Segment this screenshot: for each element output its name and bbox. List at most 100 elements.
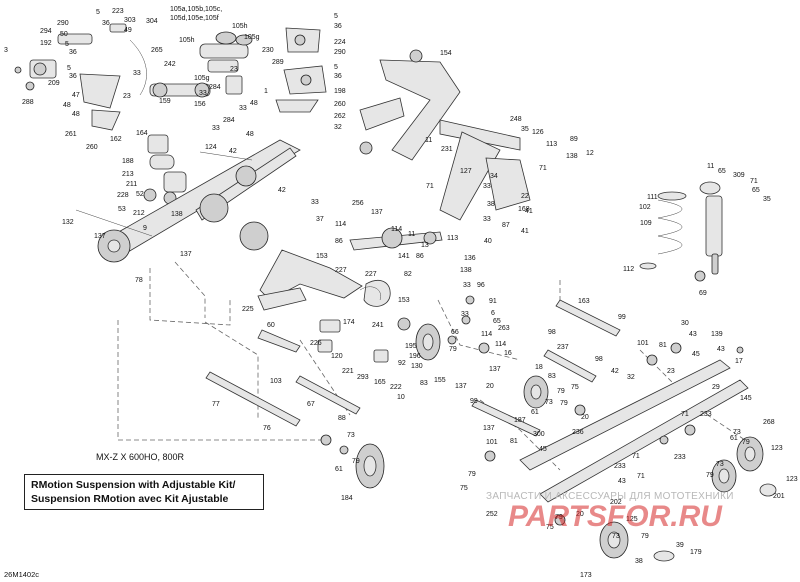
callout-201: 201 — [773, 493, 785, 500]
callout-195: 195 — [405, 343, 417, 350]
callout-109: 109 — [640, 220, 652, 227]
callout-114: 114 — [391, 226, 402, 233]
callout-34: 34 — [490, 173, 498, 180]
upper-bracket-assembly — [275, 27, 327, 113]
callout-49: 49 — [124, 27, 132, 34]
center-spring-stack — [143, 134, 187, 205]
callout-137: 137 — [94, 233, 106, 240]
callout-48: 48 — [246, 131, 254, 138]
callout-265: 265 — [151, 47, 163, 54]
callout-113: 113 — [447, 235, 458, 242]
callout-5: 5 — [65, 41, 69, 48]
callout-174: 174 — [343, 319, 355, 326]
callout-79: 79 — [641, 533, 649, 540]
callout-1: 1 — [264, 88, 268, 95]
callout-11: 11 — [707, 163, 714, 170]
callout-38: 38 — [487, 201, 495, 208]
callout-303: 303 — [124, 17, 136, 24]
callout-71: 71 — [539, 165, 547, 172]
callout-130: 130 — [411, 363, 423, 370]
callout-154: 154 — [440, 50, 452, 57]
callout-309: 309 — [733, 172, 745, 179]
callout-137: 137 — [489, 366, 501, 373]
callout-47: 47 — [72, 92, 80, 99]
callout-230: 230 — [262, 47, 274, 54]
slide-rails — [471, 299, 749, 503]
callout-53: 53 — [118, 206, 126, 213]
callout-256: 256 — [352, 200, 364, 207]
callout-202: 202 — [610, 499, 622, 506]
callout-105g: 105g — [194, 75, 210, 82]
callout-30: 30 — [681, 320, 689, 327]
callout-300: 300 — [533, 431, 545, 438]
callout-5: 5 — [334, 64, 338, 71]
callout-225: 225 — [242, 306, 254, 313]
callout-137: 137 — [371, 209, 383, 216]
callout-20: 20 — [576, 511, 584, 518]
callout-184: 184 — [341, 495, 353, 502]
callout-231: 231 — [441, 146, 453, 153]
callout-42: 42 — [229, 148, 237, 155]
diagram-title-box: RMotion Suspension with Adjustable Kit/ … — [24, 474, 264, 510]
callout-223: 223 — [112, 8, 124, 15]
callout-61: 61 — [531, 409, 539, 416]
callout-137: 137 — [455, 383, 467, 390]
callout-79: 79 — [555, 514, 563, 521]
callout-101: 101 — [637, 340, 649, 347]
callout-155: 155 — [434, 377, 446, 384]
callout-36: 36 — [102, 20, 110, 27]
callout-52: 52 — [136, 191, 144, 198]
callout-105d-105e-105f: 105d,105e,105f — [170, 15, 219, 22]
callout-237: 237 — [557, 344, 569, 351]
callout-179: 179 — [690, 549, 702, 556]
callout-138: 138 — [460, 267, 472, 274]
watermark-logo: PARTSFOR.RU — [508, 500, 722, 533]
callout-66: 66 — [451, 329, 459, 336]
callout-226: 226 — [310, 340, 322, 347]
callout-88: 88 — [338, 415, 346, 422]
callout-92: 92 — [398, 360, 406, 367]
callout-198: 198 — [334, 88, 346, 95]
callout-289: 289 — [272, 59, 284, 66]
callout-227: 227 — [335, 267, 347, 274]
callout-50: 50 — [60, 31, 68, 38]
callout-241: 241 — [372, 322, 384, 329]
callout-120: 120 — [331, 353, 343, 360]
callout-86: 86 — [335, 238, 343, 245]
callout-105h: 105h — [232, 23, 248, 30]
callout-75: 75 — [571, 384, 579, 391]
callout-159: 159 — [159, 98, 171, 105]
callout-79: 79 — [468, 471, 476, 478]
callout-211: 211 — [126, 181, 137, 188]
callout-290: 290 — [334, 49, 346, 56]
callout-11: 11 — [408, 231, 415, 238]
callout-20: 20 — [486, 383, 494, 390]
callout-65: 65 — [752, 187, 760, 194]
callout-284: 284 — [223, 117, 235, 124]
callout-75: 75 — [546, 524, 554, 531]
callout-73: 73 — [612, 533, 620, 540]
title-line-french: Suspension RMotion avec Kit Ajustable — [31, 493, 229, 505]
callout-33: 33 — [483, 183, 491, 190]
callout-173: 173 — [580, 572, 592, 579]
callout-23: 23 — [123, 93, 131, 100]
callout-5: 5 — [67, 65, 71, 72]
callout-83: 83 — [548, 373, 556, 380]
callout-124: 124 — [205, 144, 217, 151]
callout-12: 12 — [586, 150, 594, 157]
callout-65: 65 — [493, 318, 501, 325]
callout-42: 42 — [611, 368, 619, 375]
callout-213: 213 — [122, 171, 134, 178]
callout-168: 168 — [518, 206, 530, 213]
callout-20: 20 — [581, 414, 589, 421]
callout-79: 79 — [557, 388, 565, 395]
callout-6: 6 — [491, 310, 495, 317]
callout-13: 13 — [421, 242, 429, 249]
callout-126: 126 — [532, 129, 544, 136]
callout-9: 9 — [143, 225, 147, 232]
callout-79: 79 — [706, 472, 714, 479]
front-idler-wheel — [205, 371, 385, 489]
callout-262: 262 — [334, 113, 346, 120]
callout-252: 252 — [486, 511, 498, 518]
callout-153: 153 — [316, 253, 328, 260]
